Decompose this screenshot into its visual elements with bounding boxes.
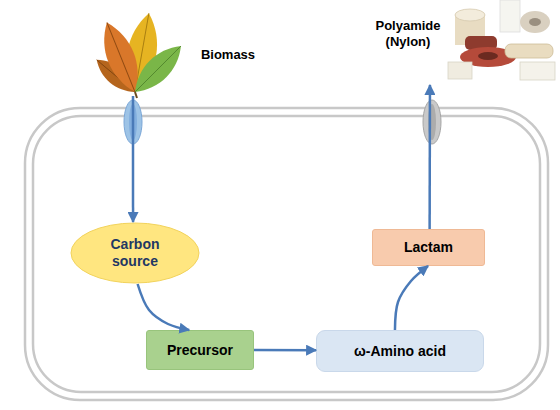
material-node: Polyamide (Nylon) [370,0,555,85]
node-label: Carbon source [95,236,175,270]
flow-arrow [132,96,135,222]
flow-arrow [428,85,431,229]
node-label: Biomass [201,47,255,63]
text-holder: Polyamide (Nylon) [370,16,446,52]
nylon-parts-illustration [448,0,555,80]
export-transporter [423,100,441,144]
cell-outer-membrane [25,108,548,400]
text-holder: Carbon source [70,222,200,284]
metabolite-ellipse: Carbon source [70,222,200,284]
node-label: Precursor [167,342,233,359]
text-holder: ω-Amino acid [317,331,483,371]
process-box: Precursor [146,330,254,370]
flow-arrow [138,284,190,330]
material-node: Biomass [95,0,275,96]
node-label: Polyamide (Nylon) [370,18,446,49]
process-box: ω-Amino acid [316,330,484,372]
cell-inner-membrane [33,116,540,392]
text-holder: Lactam [373,230,484,265]
node-label: Lactam [404,239,453,256]
uptake-transporter [124,100,142,144]
process-box: Lactam [372,229,485,266]
text-holder: Precursor [147,331,253,369]
flow-arrow [254,349,316,352]
node-label: ω-Amino acid [354,343,446,360]
flow-arrow [395,266,428,330]
text-holder: Biomass [193,46,263,64]
leaves-illustration [91,11,189,101]
